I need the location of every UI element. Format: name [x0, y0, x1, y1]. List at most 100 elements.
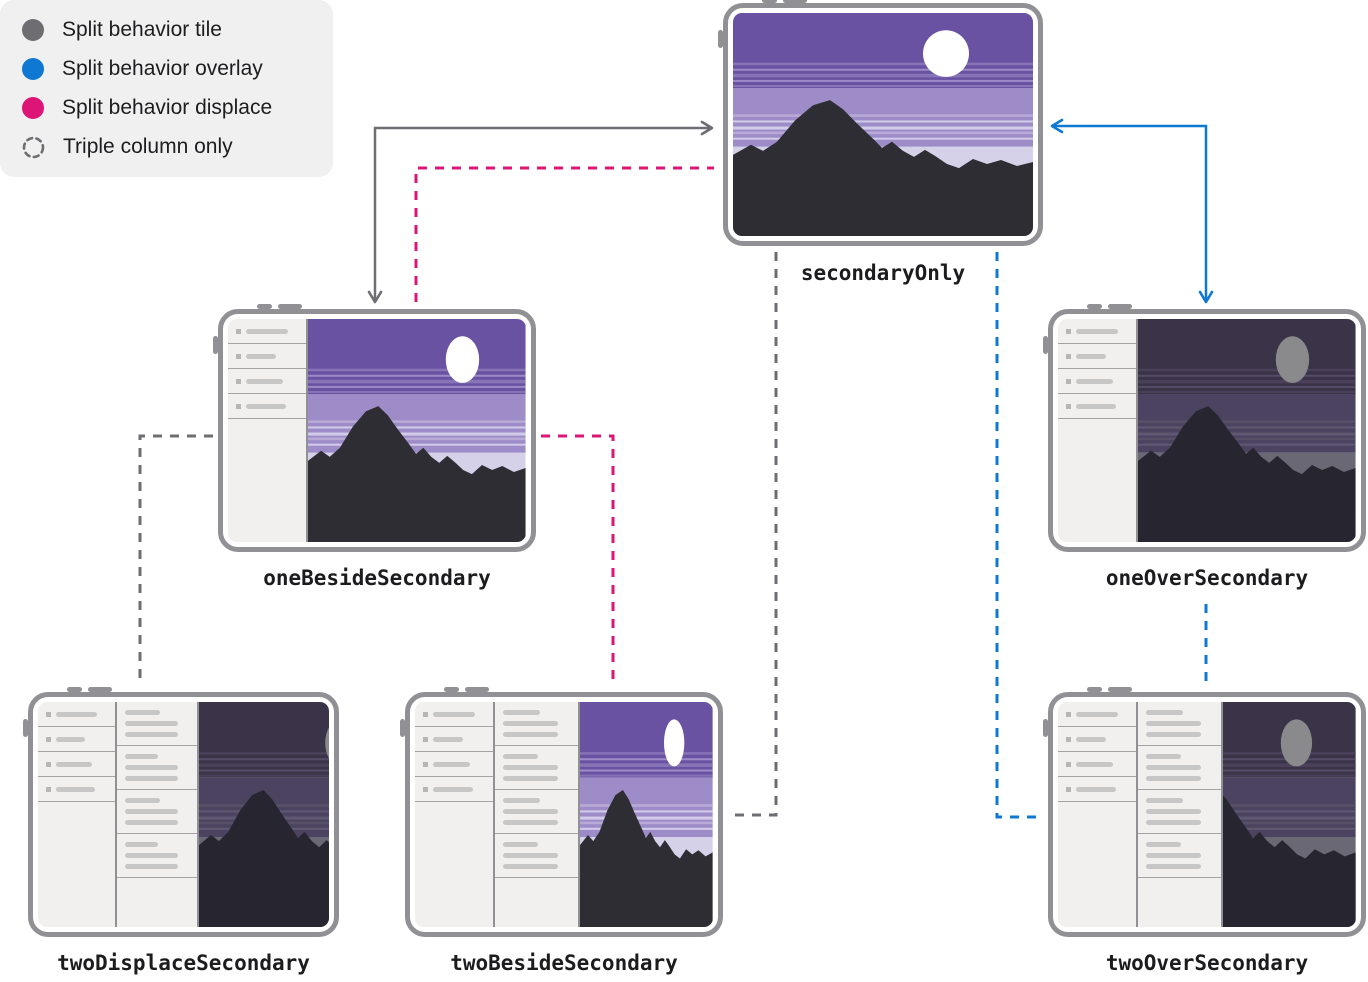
- side-button-icon: [213, 336, 218, 354]
- side-button-icon: [718, 30, 723, 48]
- overlay-dot-icon: [22, 57, 44, 80]
- volume-button-icon: [88, 687, 112, 692]
- node-label-two-beside-secondary: twoBesideSecondary: [450, 951, 678, 975]
- mountain-scene: [580, 702, 713, 927]
- supplementary-group: [116, 746, 198, 790]
- volume-button-icon: [257, 304, 272, 309]
- volume-button-icon: [444, 687, 459, 692]
- volume-button-icon: [762, 0, 777, 3]
- node-label-two-over-secondary: twoOverSecondary: [1105, 951, 1309, 975]
- supplementary-group: [1138, 702, 1222, 746]
- edge-displace-onebeside-secondaryonly: [414, 166, 714, 302]
- supplementary-group: [116, 702, 198, 746]
- sidebar-list-item: [38, 702, 115, 727]
- edge-overlay-secondaryonly-oneover: [1050, 118, 1214, 304]
- edge-tile-secondaryonly-twobeside: [730, 252, 778, 817]
- volume-button-icon: [783, 0, 807, 3]
- device-secondary-only: [718, 0, 1043, 246]
- supplementary-group: [495, 834, 579, 878]
- volume-button-icon: [465, 687, 489, 692]
- legend-item-overlay: Split behavior overlay: [22, 53, 333, 85]
- volume-button-icon: [1108, 304, 1132, 309]
- node-label-one-beside-secondary: oneBesideSecondary: [263, 566, 491, 590]
- sidebar-list-item: [38, 777, 115, 802]
- sidebar-list-item: [228, 369, 307, 394]
- sidebar-list-item: [1058, 727, 1137, 752]
- sidebar-list-item: [1058, 319, 1137, 344]
- supplementary-group: [1138, 790, 1222, 834]
- supplementary-list: [495, 702, 581, 927]
- node-label-two-displace-secondary: twoDisplaceSecondary: [57, 951, 310, 975]
- primary-sidebar: [1058, 702, 1139, 927]
- device-two-displace-secondary: [23, 687, 339, 937]
- screen: [1058, 319, 1356, 542]
- primary-sidebar: [1058, 319, 1139, 542]
- dimmed-mountain-scene-right: [1223, 702, 1356, 927]
- legend-label-tile: Split behavior tile: [62, 17, 222, 41]
- sidebar-list-item: [1058, 369, 1137, 394]
- volume-button-icon: [1087, 304, 1102, 309]
- tile-dot-icon: [22, 18, 44, 41]
- mountain-scene: [733, 13, 1033, 236]
- sidebar-list-item: [38, 752, 115, 777]
- sidebar-list-item: [1058, 777, 1137, 802]
- supplementary-list: [116, 702, 200, 927]
- side-button-icon: [400, 719, 405, 737]
- sidebar-list-item: [228, 319, 307, 344]
- legend-item-displace: Split behavior displace: [22, 92, 333, 124]
- device-one-over-secondary: [1043, 304, 1366, 552]
- sidebar-list-item: [1058, 394, 1137, 419]
- volume-button-icon: [1108, 687, 1132, 692]
- side-button-icon: [23, 719, 28, 737]
- sidebar-list-item: [415, 777, 494, 802]
- sidebar-list-item: [415, 727, 494, 752]
- mountain-scene: [308, 319, 526, 542]
- device-two-over-secondary: [1043, 687, 1366, 937]
- legend-item-triple-column: Triple column only: [22, 131, 333, 163]
- supplementary-group: [495, 790, 579, 834]
- sidebar-list-item: [1058, 702, 1137, 727]
- supplementary-group: [116, 834, 198, 878]
- supplementary-group: [116, 790, 198, 834]
- sidebar-list-item: [1058, 344, 1137, 369]
- supplementary-group: [495, 746, 579, 790]
- sidebar-list-item: [228, 344, 307, 369]
- dimmed-mountain-scene-left: [199, 702, 329, 927]
- edge-tile-onebeside-twodisplace: [138, 434, 213, 684]
- screen: [38, 702, 329, 927]
- legend-label-displace: Split behavior displace: [62, 96, 273, 120]
- dashed-circle-icon: [22, 136, 45, 159]
- side-button-icon: [1043, 719, 1048, 737]
- device-two-beside-secondary: [400, 687, 723, 937]
- sidebar-list-item: [38, 727, 115, 752]
- screen: [415, 702, 713, 927]
- volume-button-icon: [67, 687, 82, 692]
- primary-sidebar: [228, 319, 309, 542]
- supplementary-list: [1138, 702, 1224, 927]
- volume-button-icon: [278, 304, 302, 309]
- screen: [733, 13, 1033, 236]
- node-label-secondary-only: secondaryOnly: [800, 261, 966, 285]
- node-label-one-over-secondary: oneOverSecondary: [1105, 566, 1309, 590]
- displace-dot-icon: [22, 97, 44, 120]
- supplementary-group: [1138, 746, 1222, 790]
- sidebar-list-item: [415, 752, 494, 777]
- sidebar-list-item: [228, 394, 307, 419]
- legend-label-triple-column: Triple column only: [63, 135, 233, 159]
- legend: Split behavior tile Split behavior overl…: [0, 0, 333, 177]
- primary-sidebar: [415, 702, 496, 927]
- legend-label-overlay: Split behavior overlay: [62, 56, 263, 80]
- screen: [1058, 702, 1356, 927]
- device-one-beside-secondary: [213, 304, 536, 552]
- supplementary-group: [1138, 834, 1222, 878]
- edge-overlay-secondaryonly-twoover: [995, 252, 1043, 819]
- sidebar-list-item: [1058, 752, 1137, 777]
- edge-tile-onebeside-secondaryonly: [367, 120, 714, 304]
- edge-displace-onebeside-twobeside: [541, 434, 615, 684]
- sidebar-list-item: [415, 702, 494, 727]
- screen: [228, 319, 526, 542]
- primary-sidebar: [38, 702, 117, 927]
- dimmed-mountain-scene: [1138, 319, 1356, 542]
- supplementary-group: [495, 702, 579, 746]
- legend-item-tile: Split behavior tile: [22, 14, 333, 46]
